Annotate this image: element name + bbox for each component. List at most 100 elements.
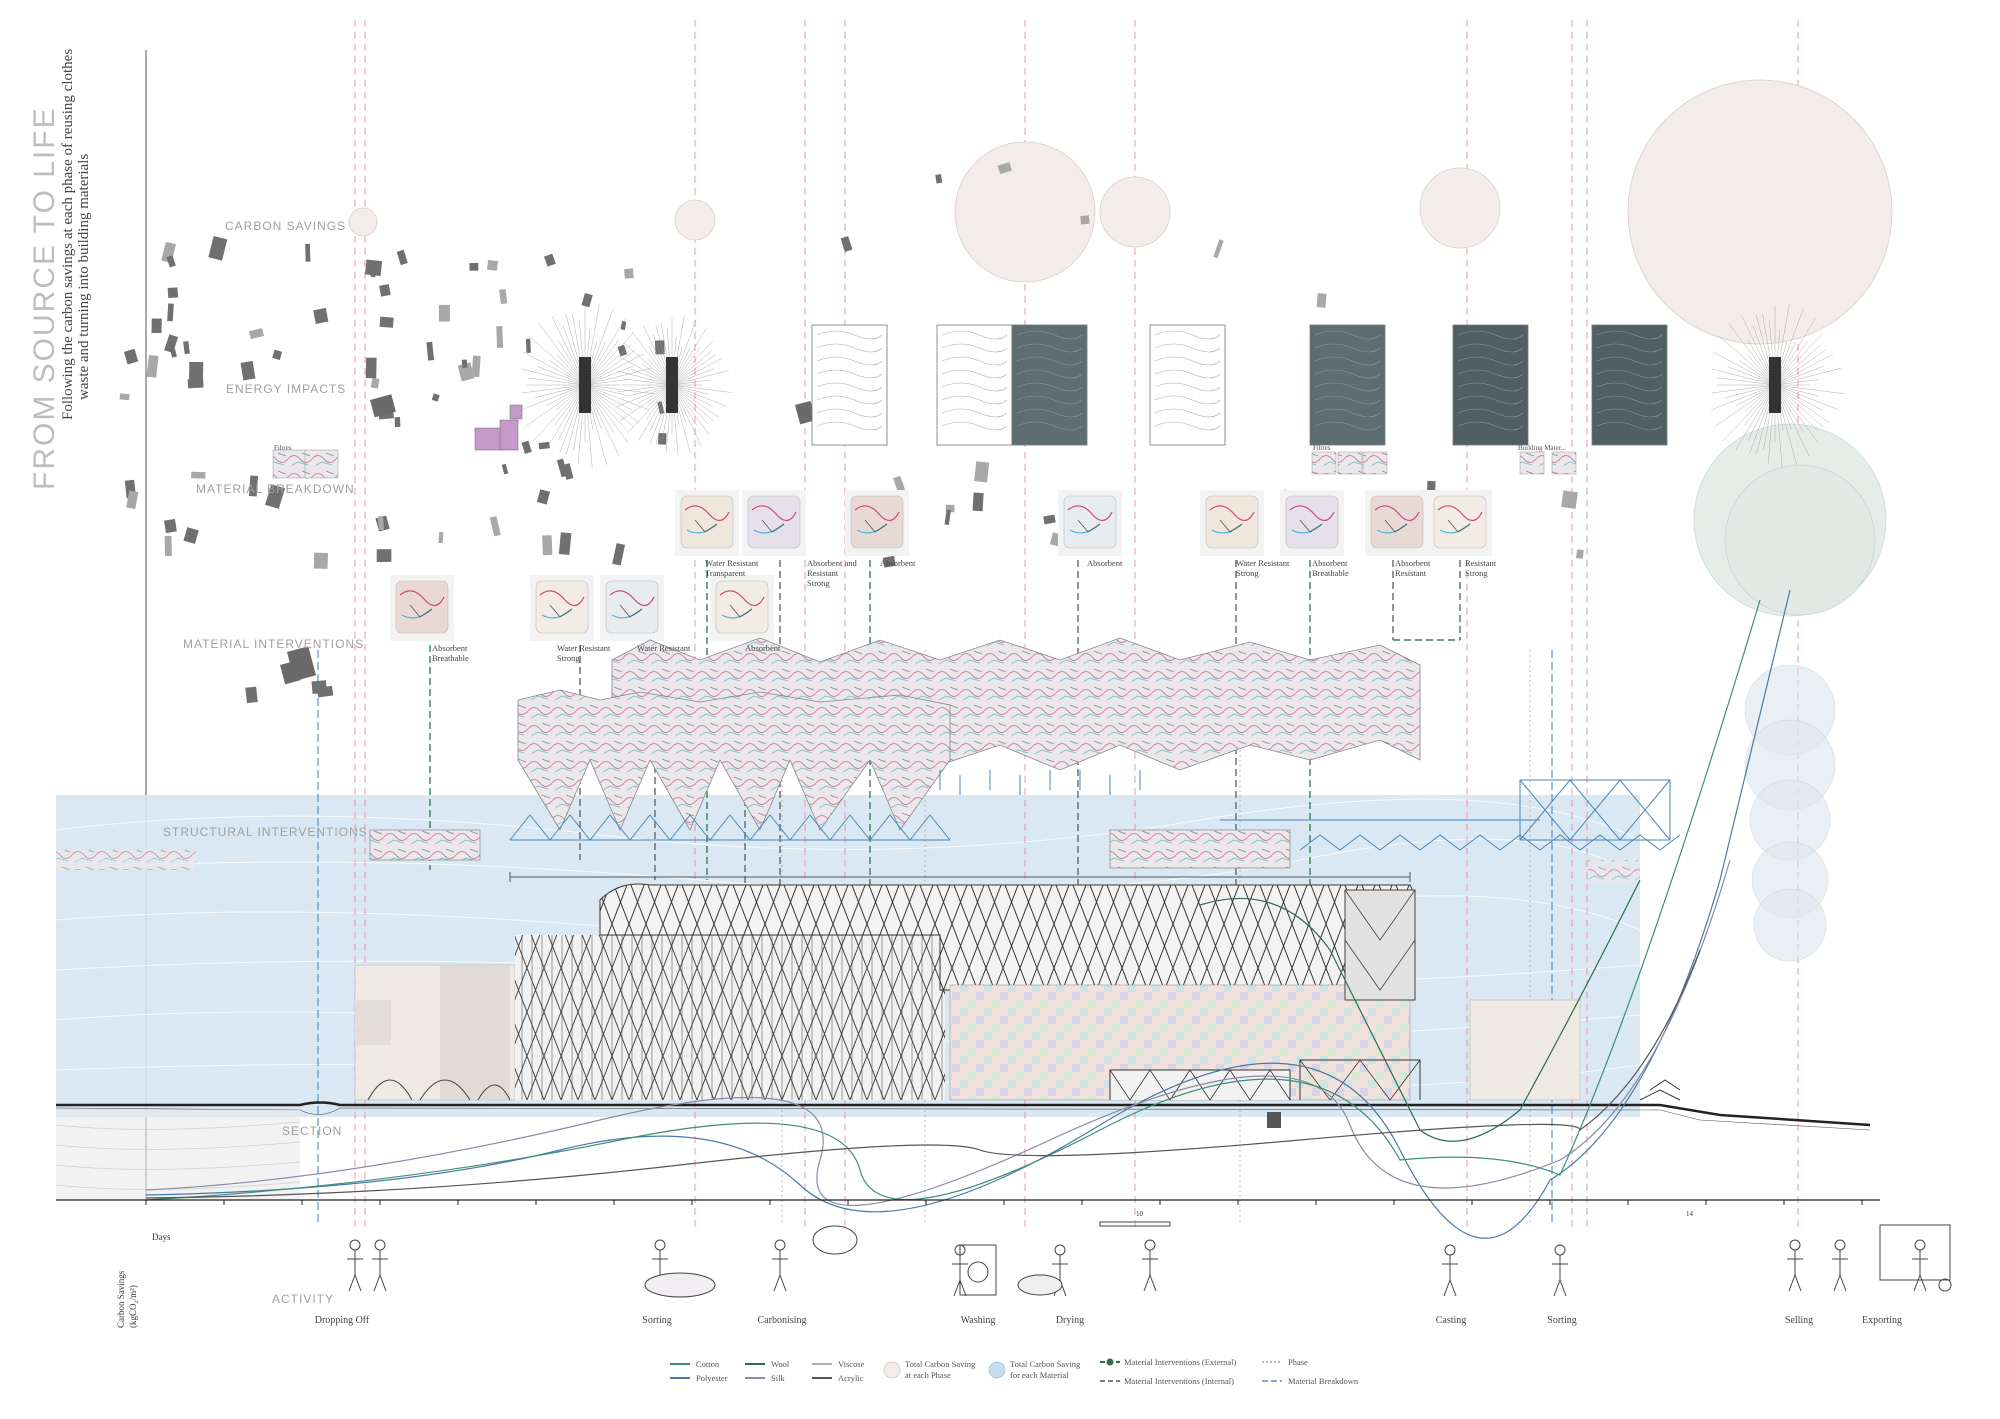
energy-panel-2 xyxy=(1011,324,1088,446)
scatter-block-6 xyxy=(426,341,435,361)
page-title: FROM SOURCE TO LIFE xyxy=(28,106,61,490)
energy-burst-3-ray-29 xyxy=(1711,384,1776,394)
scatter-block-80 xyxy=(1561,490,1578,509)
scatter-block-68 xyxy=(525,338,531,353)
activity-label-7: Selling xyxy=(1784,1315,1814,1326)
energy-burst-3-ray-53 xyxy=(1774,333,1824,386)
energy-burst-2-ray-2 xyxy=(671,384,709,395)
terrain xyxy=(56,1110,300,1200)
energy-burst-3-ray-26 xyxy=(1736,384,1776,406)
activity-figure-body-8 xyxy=(1552,1255,1568,1297)
x-axis-label: Days xyxy=(152,1232,171,1242)
energy-panel-line-6-1 xyxy=(1596,343,1663,353)
activity-figure-body-0 xyxy=(347,1250,363,1292)
material-sample-4 xyxy=(742,490,806,556)
material-sample-fibre-c-10 xyxy=(1384,519,1408,533)
phase-saving-circle-2 xyxy=(954,141,1096,283)
energy-panel-line-3-6 xyxy=(1154,408,1221,418)
energy-panel-line-4-5 xyxy=(1314,395,1381,405)
material-sample-fibre-a-9 xyxy=(1289,505,1335,522)
energy-panel-line-6-3 xyxy=(1596,369,1663,379)
energy-panel-line-3-3 xyxy=(1154,369,1221,379)
material-note-line2-0: Breathable xyxy=(432,653,469,663)
scatter-block-55 xyxy=(164,334,179,353)
carbon-curve-1 xyxy=(145,859,1731,1206)
scatter-block-44 xyxy=(272,349,283,361)
scatter-block-88 xyxy=(1080,215,1090,225)
scatter-block-82 xyxy=(1575,549,1584,559)
energy-burst-2-ray-32 xyxy=(618,371,673,386)
energy-burst-2-ray-27 xyxy=(616,384,673,407)
energy-burst-2-ray-36 xyxy=(623,342,673,386)
large-block-1 xyxy=(280,660,301,685)
scatter-block-47 xyxy=(189,361,204,380)
scatter-block-39 xyxy=(624,268,634,279)
scatter-block-66 xyxy=(556,458,568,478)
energy-burst-1-ray-7 xyxy=(584,384,628,431)
energy-burst-3-ray-8 xyxy=(1774,384,1819,444)
energy-panel-line-4-4 xyxy=(1314,382,1381,392)
material-sample-10 xyxy=(1365,490,1429,556)
energy-burst-2-ray-38 xyxy=(632,331,673,386)
carbon-saving-circles xyxy=(348,79,1893,962)
energy-burst-3-ray-28 xyxy=(1725,384,1776,398)
scatter-block-56 xyxy=(208,235,228,261)
energy-burst-2-ray-29 xyxy=(617,384,673,393)
energy-panel-line-1-2 xyxy=(941,356,1008,366)
scatter-block-51 xyxy=(313,552,328,569)
activity-figure-6 xyxy=(1142,1239,1158,1292)
activity-label-1: Sorting xyxy=(642,1315,672,1326)
row-label-structural-interventions: STRUCTURAL INTERVENTIONS xyxy=(163,825,368,839)
material-sample-fibre-a-8 xyxy=(1209,505,1255,522)
scatter-block-41 xyxy=(313,307,329,324)
material-note-line2-11: Strong xyxy=(1465,568,1488,578)
energy-burst-1-ray-51 xyxy=(584,318,626,386)
scatter-block-59 xyxy=(501,463,509,475)
scatter-block-26 xyxy=(365,357,377,379)
scatter-block-89 xyxy=(935,174,943,184)
energy-panel-line-6-5 xyxy=(1596,395,1663,405)
activity-label-0: Dropping Off xyxy=(314,1315,370,1326)
scatter-block-40 xyxy=(191,471,206,479)
energy-burst-3-ray-5 xyxy=(1774,384,1830,423)
scatter-block-43 xyxy=(167,303,174,322)
activity-figure-head-10 xyxy=(1834,1239,1846,1251)
activity-figure-head-3 xyxy=(774,1239,786,1251)
material-sample-fibre-a-0 xyxy=(399,590,445,607)
energy-panel-line-5-0 xyxy=(1457,330,1524,340)
energy-panel-line-1-4 xyxy=(941,382,1008,392)
energy-burst-1-ray-25 xyxy=(524,384,586,428)
scatter-block-69 xyxy=(126,490,139,510)
row-label-energy-impacts: ENERGY IMPACTS xyxy=(226,382,347,396)
ground-line xyxy=(56,1101,1871,1127)
carbonising-drum xyxy=(812,1225,858,1255)
scatter-block-33 xyxy=(499,288,508,305)
energy-panel-line-0-2 xyxy=(816,356,883,366)
activity-figure-body-1 xyxy=(372,1250,388,1292)
drying-line xyxy=(1099,1221,1171,1227)
sorting-clothes-pile xyxy=(644,1272,716,1298)
carbon-saving-curves xyxy=(145,589,1791,1239)
energy-burst-3-ray-7 xyxy=(1774,384,1818,431)
energy-panel-line-0-6 xyxy=(816,408,883,418)
energy-burst-1-ray-4 xyxy=(584,384,633,411)
scatter-block-61 xyxy=(170,348,177,358)
material-note-line2-4: Transparent xyxy=(705,568,746,578)
activity-figure-head-8 xyxy=(1554,1244,1566,1256)
energy-panel-line-1-6 xyxy=(941,408,1008,418)
energy-burst-3-ray-58 xyxy=(1774,367,1842,386)
legend-mi-external: Material Interventions (External) xyxy=(1124,1357,1237,1367)
carbon-curve-4 xyxy=(1199,879,1641,1142)
material-note-line2-5: Strong xyxy=(807,578,830,588)
scatter-block-5 xyxy=(496,326,504,349)
energy-burst-1-ray-21 xyxy=(545,384,586,450)
page-subtitle-line-1: Following the carbon savings at each pha… xyxy=(60,48,76,420)
energy-burst-1-ray-23 xyxy=(533,384,586,441)
energy-panel-line-2-2 xyxy=(1016,356,1083,366)
legend-total-phase-2: at each Phase xyxy=(905,1370,951,1380)
material-note-line2-1: Strong xyxy=(557,653,580,663)
material-sample-tile-11 xyxy=(1433,495,1487,549)
activity-figure-body-5 xyxy=(1052,1255,1068,1297)
energy-burst-2-ray-53 xyxy=(671,340,714,386)
